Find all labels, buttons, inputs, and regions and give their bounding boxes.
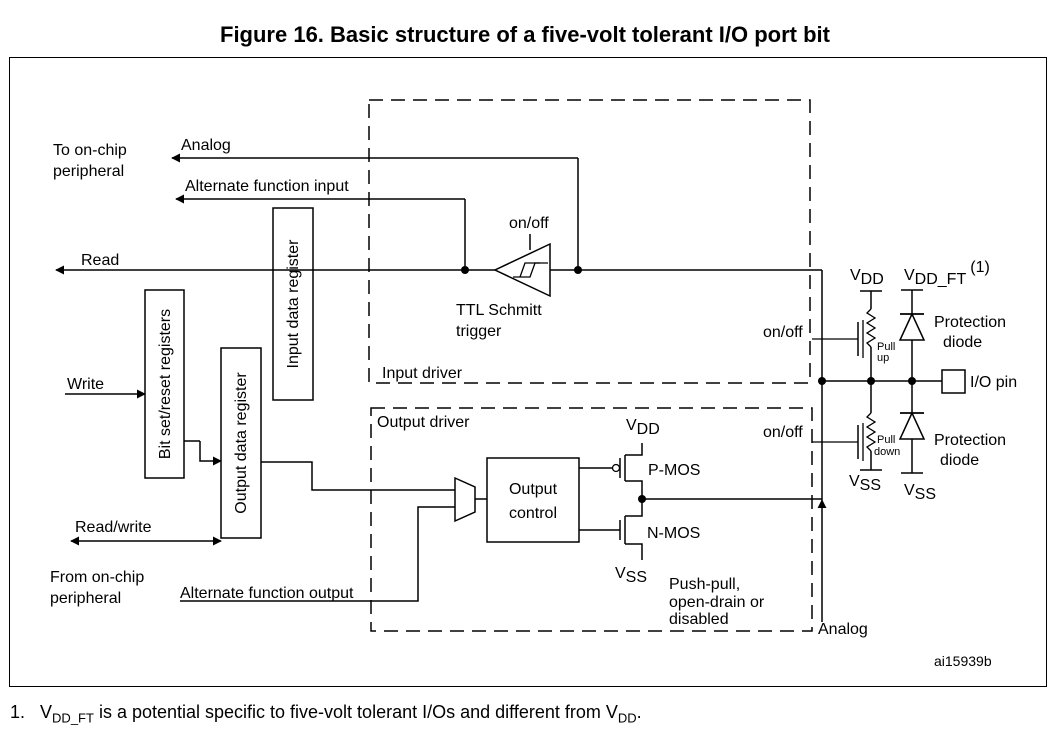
- odr-to-mux-line: [261, 461, 455, 491]
- protection-diode-top-label: Protection: [934, 314, 1006, 331]
- junction-dot: [818, 377, 826, 385]
- p-mos-gate-bubble: [611, 463, 621, 473]
- vdd-ft-label: VDD_FT(1): [904, 259, 990, 288]
- io-pin-label: I/O pin: [970, 374, 1017, 391]
- af-input-label: Alternate function input: [185, 178, 349, 195]
- figure-frame: [9, 57, 1047, 687]
- vss-output-label: VSS: [615, 565, 647, 586]
- output-data-register-label: Output data register: [233, 372, 250, 514]
- junction-dot: [461, 266, 469, 274]
- vdd-output-label: VDD: [626, 417, 660, 438]
- input-data-register-label: Input data register: [285, 239, 302, 369]
- n-mos-label: N-MOS: [647, 525, 700, 542]
- pull-up-label: Pull: [877, 341, 895, 353]
- diode-bottom-symbol: [898, 411, 926, 440]
- ttl-schmitt-label: TTL Schmitt: [456, 302, 542, 319]
- p-mos-terminals: [625, 480, 643, 499]
- schmitt-on-off-label: on/off: [509, 215, 549, 232]
- p-mos-terminals: [625, 443, 643, 456]
- hysteresis-icon: [519, 262, 540, 278]
- input-driver-box: [368, 99, 811, 384]
- write-label: Write: [67, 376, 104, 393]
- footnote: 1. VDD_FT is a potential specific to fiv…: [10, 702, 642, 726]
- protection-diode-bottom-label: diode: [940, 452, 979, 469]
- read-write-label: Read/write: [75, 519, 152, 536]
- pull-up-on-off-label: on/off: [763, 324, 803, 341]
- bit-set-reset-label: Bit set/reset registers: [157, 309, 174, 459]
- figure-title: Figure 16. Basic structure of a five-vol…: [220, 22, 830, 47]
- pull-down-resistor: [865, 412, 877, 452]
- output-driver-label: Output driver: [377, 414, 470, 431]
- vdd-pad-label: VDD: [850, 267, 884, 288]
- output-mux-symbol: [454, 476, 476, 523]
- pull-down-on-off-label: on/off: [763, 424, 803, 441]
- io-pin-box: [941, 369, 966, 394]
- pull-up-resistor: [865, 308, 877, 348]
- from-on-chip-label: From on-chip: [50, 569, 144, 586]
- analog-input-label: Analog: [181, 137, 231, 154]
- vss-diode-label: VSS: [904, 482, 936, 503]
- read-label: Read: [81, 252, 119, 269]
- bsrr-to-odr-arrow: [199, 441, 222, 466]
- af-output-line: [180, 506, 455, 602]
- pull-down-label: Pull: [877, 434, 895, 446]
- hysteresis-icon: [513, 262, 548, 278]
- input-driver-label: Input driver: [382, 365, 463, 382]
- junction-dot: [574, 266, 582, 274]
- output-control-box: [486, 457, 580, 543]
- vss-pad-label: VSS: [849, 473, 881, 494]
- output-data-register-box: [220, 347, 262, 539]
- output-control-label: control: [509, 505, 557, 522]
- n-mos-terminals: [625, 543, 643, 560]
- output-driver-box: [370, 407, 813, 632]
- analog-output-label: Analog: [818, 621, 868, 638]
- to-on-chip-label: peripheral: [53, 163, 124, 180]
- n-mos-terminals: [625, 499, 643, 517]
- p-mos-label: P-MOS: [648, 462, 700, 479]
- footnote-number: 1.: [10, 702, 26, 722]
- protection-diode-top-label: diode: [943, 334, 982, 351]
- bit-set-reset-registers-box: [144, 289, 185, 479]
- output-control-label: Output: [509, 481, 558, 498]
- ttl-schmitt-label: trigger: [456, 323, 502, 340]
- to-on-chip-label: To on-chip: [53, 142, 127, 159]
- push-pull-label: Push-pull,: [669, 576, 740, 593]
- pull-down-label: down: [874, 446, 900, 458]
- input-data-register-box: [272, 207, 314, 401]
- push-pull-label: open-drain or: [669, 594, 765, 611]
- protection-diode-bottom-label: Protection: [934, 432, 1006, 449]
- pull-up-label: up: [877, 352, 889, 364]
- diode-top-symbol: [898, 312, 926, 341]
- figure-reference-id: ai15939b: [934, 653, 992, 669]
- af-output-label: Alternate function output: [180, 585, 354, 602]
- from-on-chip-label: peripheral: [50, 590, 121, 607]
- push-pull-label: disabled: [669, 611, 729, 628]
